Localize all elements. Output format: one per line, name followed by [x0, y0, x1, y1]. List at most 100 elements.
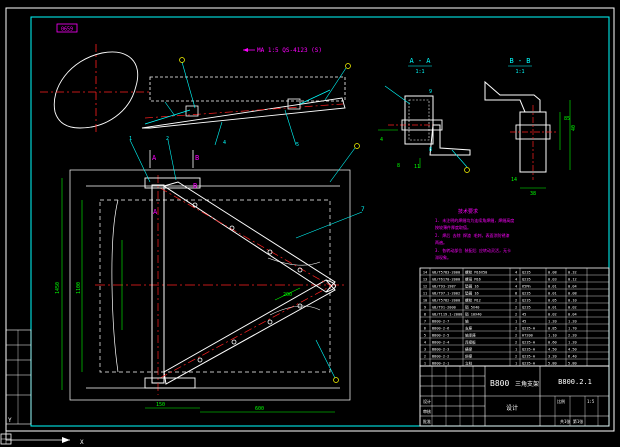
bom-cell: 1.70: [568, 326, 577, 330]
bom-cell: Q235-A: [522, 347, 536, 351]
section-b-b-view: B - B 1:1 40 85 38 14: [484, 57, 577, 197]
bom-cell: B800-2-2: [432, 354, 449, 358]
bom-cell: 0.01: [548, 305, 557, 309]
notes-title: 技术要求: [458, 208, 478, 215]
bom-cell: 立柱: [465, 360, 473, 365]
bom-cell: 1.20: [568, 340, 577, 344]
section-a-dim-bottom: 11: [414, 164, 420, 170]
bom-cell: GB/T5782-2000: [432, 298, 460, 302]
bom-cell: GB/T91-2000: [432, 305, 456, 309]
bom-cell: 0.12: [568, 277, 577, 281]
section-b-dim-width: 38: [530, 191, 536, 197]
note-line-1: 1. 未注明的焊缝均为连续角焊缝，焊缝高度: [435, 217, 514, 223]
bom-cell: 10: [423, 298, 427, 302]
top-note-text: MA 1:5 QS-4123 (S): [257, 47, 322, 54]
bom-cell: 12: [423, 284, 427, 288]
bom-cell: 1.10: [548, 333, 557, 337]
bom-cell: B800-2-5: [432, 333, 449, 337]
dim-arm-text: 200: [283, 292, 292, 298]
bom-cell: 轴: [465, 318, 469, 323]
title-block: B800 三角支架 B800.2.1 设计 设计 审核 批准 比例 1:5 共1…: [419, 365, 610, 427]
dim-bottom-right-text: 600: [255, 406, 264, 412]
bom-cell: 45: [522, 312, 526, 316]
bom-cell: GB/T6170-2000: [432, 277, 460, 281]
title-scale-label: 比例: [557, 398, 565, 404]
bom-cell: 轴承座: [465, 332, 476, 337]
title-scale-value: 1:5: [587, 399, 595, 404]
part-balloons: 1 2 7 4 5: [129, 57, 365, 383]
bom-cell: 5: [424, 333, 426, 337]
bom-cell: 2: [515, 298, 517, 302]
bom-cell: 0.10: [568, 298, 577, 302]
top-note: MA 1:5 QS-4123 (S): [243, 47, 322, 54]
bom-cell: 4: [515, 284, 517, 288]
bom-cell: 14: [423, 270, 427, 274]
note-line-3: 2. 焊后 去除 焊渣 毛刺，表面涂防锈漆: [435, 232, 509, 238]
cut-plane-markers: A B A B: [149, 150, 199, 216]
bom-cell: 1: [515, 319, 517, 323]
bom-cell: 0.32: [568, 270, 577, 274]
bom-cell: B800-2-4: [432, 340, 449, 344]
section-b-scale: 1:1: [515, 69, 524, 75]
bom-cell: 4.50: [548, 347, 557, 351]
balloon-9: 9: [429, 89, 432, 95]
bom-cell: 0.05: [548, 298, 557, 302]
bom-cell: 螺栓 M12: [465, 297, 481, 302]
bom-cell: 5.80: [548, 361, 557, 365]
ucs-y-label: Y: [8, 417, 12, 424]
ucs-icon: Y X: [0, 416, 84, 446]
bom-cell: Q235-A: [522, 326, 536, 330]
bom-cell: 垫圈 16: [465, 283, 479, 288]
bom-cell: 2: [515, 340, 517, 344]
bom-cell: B800-2-7: [432, 319, 449, 323]
bom-cell: 6.40: [568, 354, 577, 358]
bom-cell: 6: [424, 326, 426, 330]
bom-cell: 8: [515, 291, 517, 295]
title-designer: 设计: [423, 398, 431, 404]
bom-cell: HT200: [522, 333, 533, 337]
outer-sheet-border: [5, 7, 615, 432]
bom-cell: GB/T119.1-2000: [432, 312, 462, 316]
ellipse-detail-view: [40, 44, 150, 134]
bom-cell: 螺栓 M16X50: [465, 269, 487, 274]
balloon-8: 8: [429, 147, 432, 153]
bom-cell: 2: [515, 312, 517, 316]
bom-cell: 0.02: [568, 305, 577, 309]
section-b-dim-inner: 14: [511, 177, 517, 183]
bom-cell: 11: [423, 291, 427, 295]
inner-drawing-frame: [30, 16, 610, 427]
top-view-beam: [141, 76, 346, 129]
ucs-x-label: X: [80, 439, 84, 446]
bom-cell: 1.20: [548, 319, 557, 323]
title-checker: 审核: [423, 408, 431, 414]
bom-cell: B800-2-3: [432, 347, 449, 351]
bom-cell: 4: [515, 277, 517, 281]
section-a-dim-left: 4: [380, 137, 383, 143]
bom-cell: 4: [515, 270, 517, 274]
bom-cell: 5.80: [568, 361, 577, 365]
bom-cell: 0.08: [568, 291, 577, 295]
bom-cell: 1.20: [568, 319, 577, 323]
balloon-1: 1: [129, 136, 132, 142]
cut-a-side-label: A: [153, 208, 158, 216]
bom-cell: 9: [424, 305, 426, 309]
bom-cell: Q235: [522, 277, 531, 281]
conveyor-frame-outline: [69, 169, 351, 401]
title-product: B800: [490, 379, 509, 388]
bom-cell: 0.04: [568, 312, 577, 316]
bom-cell: 0.03: [548, 277, 557, 281]
front-view-dimensions: 1450 1100 150 600 200: [55, 178, 335, 413]
bom-cell: Q235: [522, 270, 531, 274]
cut-b-top-label: B: [195, 154, 199, 162]
note-line-5: 3. 各转动部位 装配后 应转动灵活，无卡: [435, 247, 511, 253]
bom-cell: 支座: [465, 325, 473, 330]
bom-cell: 0.04: [568, 284, 577, 288]
bom-cell: 垫圈 16: [465, 290, 479, 295]
bom-cell: 0.01: [548, 284, 557, 288]
left-margin-stamp: [5, 329, 32, 425]
bom-cell: 1: [515, 361, 517, 365]
title-company: 设计: [506, 404, 518, 412]
cut-a-top-label: A: [152, 154, 157, 162]
corner-stamp: 0659: [56, 23, 78, 33]
